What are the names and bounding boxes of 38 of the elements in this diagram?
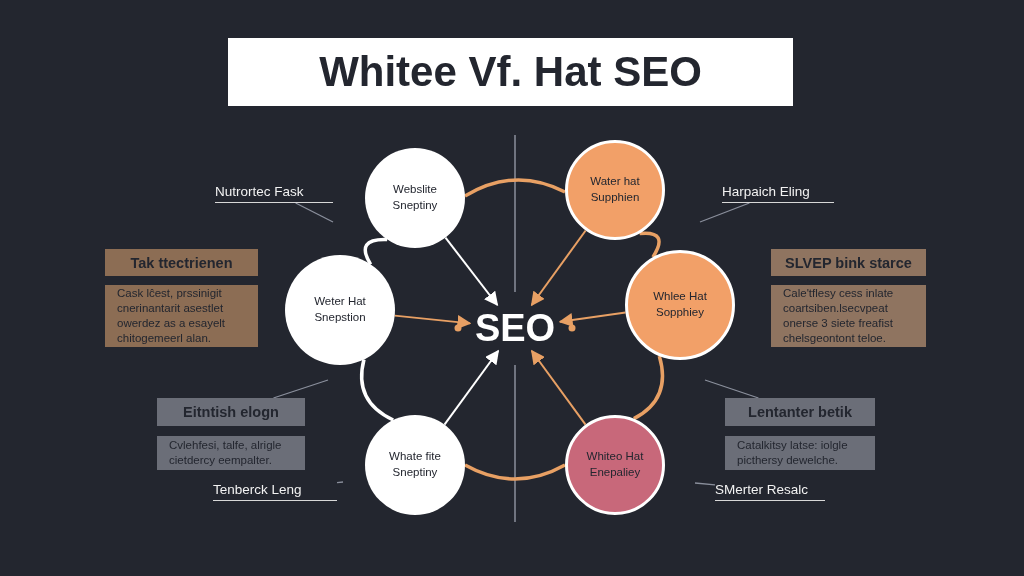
connector-line [464,178,566,198]
leader-line [694,482,716,486]
leader-line [704,379,760,399]
arrow [530,349,587,426]
callout-label: Nutrortec Fask [215,181,333,203]
description-box: Cvlehfesi, talfe, alrigle cietdercy eempalter. [157,436,305,470]
connector-line [359,359,395,422]
arrow [558,311,627,327]
callout-label: Harpaich Eling [722,181,834,203]
connector-line [639,231,661,258]
circle-node: Whate fite Sneptiny [365,415,465,515]
leader-line [336,481,344,484]
heading-box: SLVEP bink starce [771,249,926,276]
description-box: Catalkitsy latse: iolgle picthersy dewelche. [725,436,875,470]
circle-node: Whiteo Hat Enepaliey [565,415,665,515]
circle-node: Webslite Sneptiny [365,148,465,248]
description-box: Cask lĉest, prssinigit cnerinantarit asestlet owerdez as a esayelt chitogemeerl alan. [105,285,258,347]
heading-box: Lentanter betik [725,398,875,426]
connector-line [632,355,665,421]
arrow [393,314,472,330]
arrow [444,236,499,307]
center-label: SEO [470,305,560,351]
connector-line [464,463,566,481]
callout-label: SMerter Resalc [715,479,825,501]
leader-line [272,379,329,399]
description-box: Cale'tflesy cess inlate coartsiben.lsecvpeat onerse 3 siete freafist chelsgeontont teloe. [771,285,926,347]
arrow [443,349,500,426]
heading-box: Eitntish elogn [157,398,305,426]
heading-box: Tak ttectrienen [105,249,258,276]
arrow [530,229,587,307]
circle-node: Whlee Hat Sopphiey [625,250,735,360]
circle-node: Water hat Supphien [565,140,665,240]
connector-line [363,237,388,266]
callout-label: Tenberck Leng [213,479,337,501]
circle-node: Weter Hat Snepstion [285,255,395,365]
title: Whitee Vf. Hat SEO [228,38,793,106]
leader-line [295,202,334,223]
leader-line [699,202,751,223]
